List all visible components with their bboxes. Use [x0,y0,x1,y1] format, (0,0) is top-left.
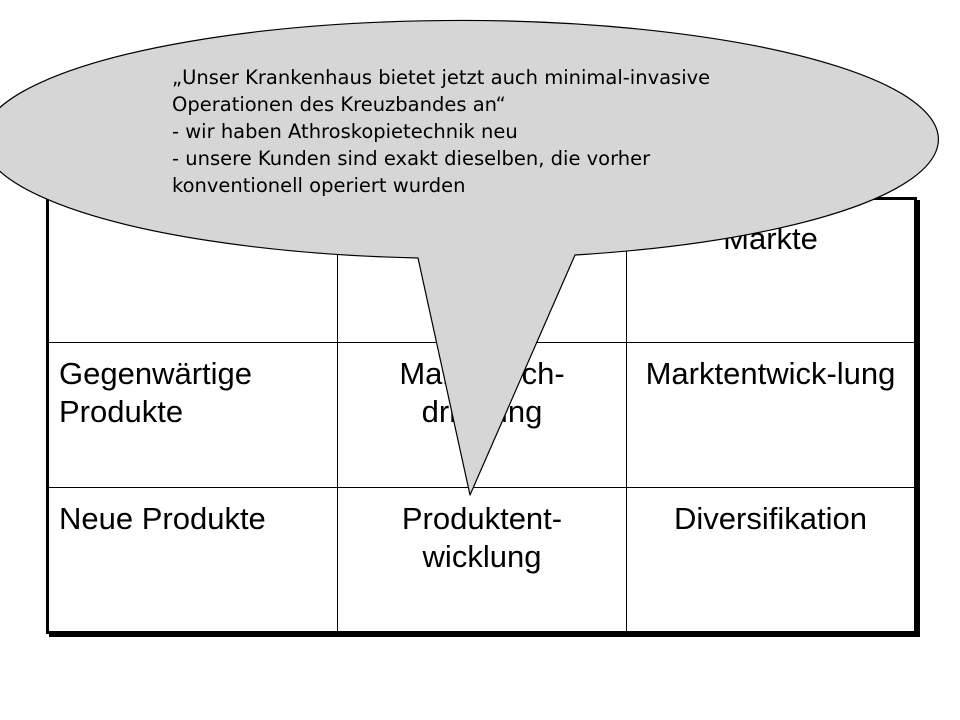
row-label-new-products: Neue Produkte [59,501,266,536]
text-market-development: Marktentwick-lung [645,356,896,391]
text-diversification: Diversifikation [674,501,867,536]
callout-line-1: „Unser Krankenhaus bietet jetzt auch min… [172,66,711,89]
row-label-cell-new-products: Neue Produkte [47,487,338,633]
callout-line-4: - unsere Kunden sind exakt dieselben, di… [172,147,651,170]
callout-line-3: - wir haben Athroskopietechnik neu [172,120,518,143]
row-label-present-products: Gegenwärtige Produkte [59,356,253,429]
speech-bubble-text: „Unser Krankenhaus bietet jetzt auch min… [172,64,832,199]
row-label-cell-present-products: Gegenwärtige Produkte [47,342,338,488]
callout-line-5: konventionell operiert wurden [172,174,466,197]
text-product-development: Produktent-wicklung [401,501,563,574]
speech-bubble-shape [0,19,940,496]
cell-diversification: Diversifikation [626,487,916,633]
callout-line-2: Operationen des Kreuzbandes an“ [172,93,506,116]
cell-product-development: Produktent-wicklung [337,487,627,633]
cell-market-development: Marktentwick-lung [626,342,916,488]
